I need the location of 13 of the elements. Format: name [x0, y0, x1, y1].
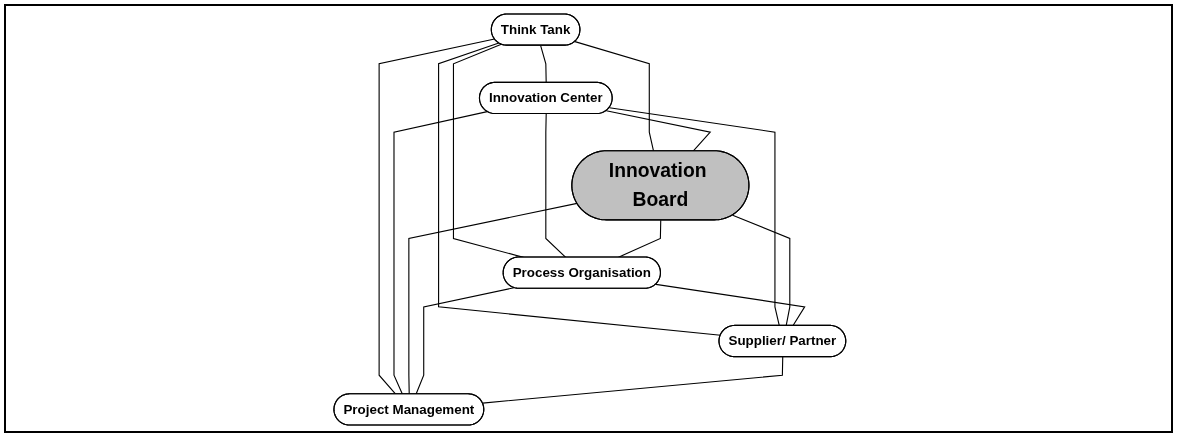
connector [481, 356, 783, 404]
connector [608, 107, 780, 327]
connector [378, 38, 495, 395]
connector [731, 214, 790, 327]
connector [539, 45, 547, 84]
connector [544, 113, 566, 258]
connector [605, 110, 711, 152]
connector [574, 41, 654, 152]
connector [437, 42, 721, 336]
connector [393, 111, 488, 395]
connector [655, 283, 806, 327]
connector [415, 287, 515, 395]
connector [407, 202, 578, 395]
